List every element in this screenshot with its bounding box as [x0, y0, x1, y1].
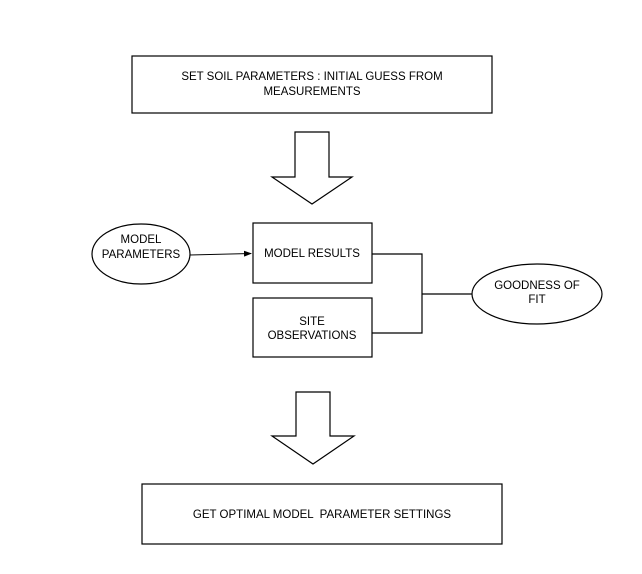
get-optimal-settings-node: GET OPTIMAL MODEL PARAMETER SETTINGS [141, 483, 503, 545]
site-observations-line-1: SITE [299, 316, 325, 328]
set-soil-parameters-line-2: MEASUREMENTS [263, 86, 360, 98]
goodness-of-fit-node: GOODNESS OF FIT [471, 263, 603, 325]
model-parameters-line-1: MODEL [121, 234, 163, 246]
model-parameters-line-2: PARAMETERS [102, 249, 181, 261]
down-arrow-top [270, 131, 354, 205]
parameters-to-results-connector [189, 250, 252, 257]
site-observations-node: SITE OBSERVATIONS [252, 297, 373, 358]
set-soil-parameters-node: SET SOIL PARAMETERS : INITIAL GUESS FROM… [131, 55, 493, 114]
comparison-connector [372, 253, 472, 334]
set-soil-parameters-line-1: SET SOIL PARAMETERS : INITIAL GUESS FROM [181, 71, 442, 83]
goodness-of-fit-line-2: FIT [528, 294, 545, 306]
goodness-of-fit-line-1: GOODNESS OF [494, 280, 580, 292]
model-parameters-node: MODEL PARAMETERS [91, 223, 191, 285]
down-arrow-bottom [270, 391, 356, 465]
model-results-label: MODEL RESULTS [264, 248, 360, 260]
site-observations-line-2: OBSERVATIONS [268, 330, 357, 342]
model-results-node: MODEL RESULTS [252, 222, 373, 284]
get-optimal-settings-label: GET OPTIMAL MODEL PARAMETER SETTINGS [193, 509, 451, 521]
